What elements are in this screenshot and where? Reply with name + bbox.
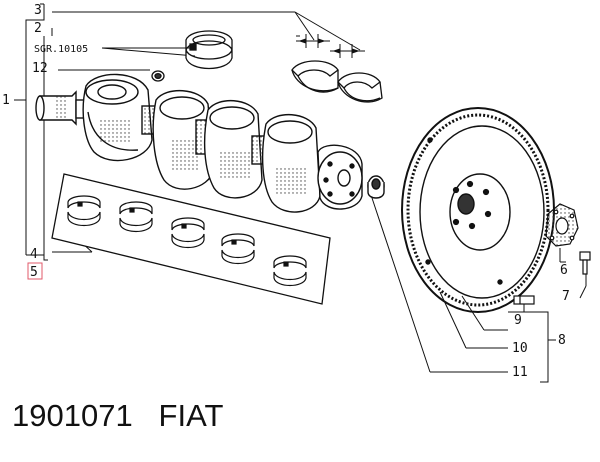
label-8: 8: [558, 333, 566, 348]
flywheel-bolt: [579, 251, 591, 275]
thrust-washer-right: [337, 72, 383, 103]
reference-code: SGR.10105: [34, 44, 88, 55]
thrust-washer-left: [291, 60, 339, 93]
brand-name: FIAT: [158, 398, 224, 433]
label-4: 4: [30, 247, 38, 262]
label-1: 1: [2, 93, 10, 108]
right-leader-lines: [371, 197, 587, 383]
flywheel: [401, 107, 555, 313]
footer-caption: 1901071 FIAT: [12, 398, 223, 434]
oil-plug-ring: [151, 70, 165, 82]
bearing-shell-pair-top: [185, 30, 233, 70]
label-3: 3: [34, 3, 42, 18]
pilot-bushing: [367, 175, 385, 199]
label-7: 7: [562, 289, 570, 304]
crankshaft: [35, 73, 363, 213]
bearing-shells: [67, 195, 307, 287]
thrust-gap-markers: [296, 34, 365, 58]
label-11: 11: [512, 365, 528, 380]
label-12: 12: [32, 61, 48, 76]
dowel-pin: [513, 295, 535, 305]
label-6: 6: [560, 263, 568, 278]
label-9: 9: [514, 313, 522, 328]
flywheel-bolt-plate: [545, 203, 579, 247]
item-5-highlight: [27, 262, 43, 280]
part-number: 1901071: [12, 398, 133, 433]
label-10: 10: [512, 341, 528, 356]
label-2: 2: [34, 21, 42, 36]
label-5: 5: [30, 265, 38, 280]
